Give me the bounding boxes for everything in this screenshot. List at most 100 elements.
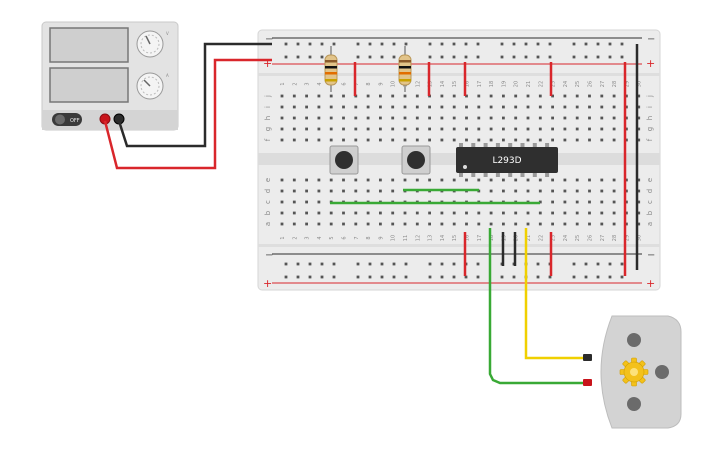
breadboard-hole[interactable] [440,105,444,109]
breadboard-hole[interactable] [305,116,308,120]
breadboard-hole[interactable] [403,105,407,109]
breadboard-hole[interactable] [575,105,579,109]
breadboard-hole[interactable] [428,178,431,182]
rail-hole[interactable] [584,42,588,46]
rail-hole[interactable] [440,42,444,46]
breadboard-hole[interactable] [612,127,616,131]
breadboard-hole[interactable] [575,138,579,142]
breadboard-hole[interactable] [612,211,616,215]
rail-hole[interactable] [536,262,540,266]
rail-hole[interactable] [320,55,324,59]
breadboard-hole[interactable] [625,200,628,204]
rail-hole[interactable] [368,42,372,46]
breadboard-hole[interactable] [305,189,308,193]
breadboard-hole[interactable] [588,178,591,182]
pushbutton-1[interactable] [329,145,359,175]
breadboard-hole[interactable] [625,222,628,226]
breadboard-hole[interactable] [575,94,579,98]
breadboard-hole[interactable] [637,127,641,131]
breadboard-hole[interactable] [379,222,382,226]
breadboard-hole[interactable] [317,138,321,142]
rail-hole[interactable] [548,55,552,59]
rail-hole[interactable] [584,55,588,59]
breadboard-hole[interactable] [329,178,333,182]
rail-hole[interactable] [512,55,516,59]
breadboard-hole[interactable] [489,105,493,109]
breadboard-hole[interactable] [612,222,616,226]
breadboard-hole[interactable] [292,94,296,98]
rail-hole[interactable] [404,42,408,46]
breadboard-hole[interactable] [317,127,321,131]
breadboard-hole[interactable] [575,211,579,215]
breadboard-hole[interactable] [280,138,284,142]
breadboard-hole[interactable] [317,189,321,193]
breadboard-hole[interactable] [563,138,567,142]
breadboard-hole[interactable] [551,116,554,120]
breadboard-hole[interactable] [489,178,493,182]
breadboard-hole[interactable] [440,127,444,131]
breadboard-hole[interactable] [637,178,641,182]
breadboard-hole[interactable] [625,127,628,131]
breadboard-hole[interactable] [625,138,628,142]
rail-hole[interactable] [596,262,600,266]
breadboard-hole[interactable] [305,200,308,204]
breadboard-hole[interactable] [329,94,333,98]
breadboard-hole[interactable] [415,178,419,182]
breadboard-hole[interactable] [563,116,567,120]
breadboard-hole[interactable] [354,127,358,131]
breadboard-hole[interactable] [588,94,591,98]
breadboard-hole[interactable] [563,127,567,131]
rail-hole[interactable] [284,55,288,59]
breadboard-hole[interactable] [588,222,591,226]
rail-hole[interactable] [572,55,576,59]
breadboard-hole[interactable] [292,105,296,109]
breadboard-hole[interactable] [403,178,407,182]
breadboard-hole[interactable] [292,200,296,204]
breadboard-hole[interactable] [588,116,591,120]
breadboard-hole[interactable] [600,200,604,204]
breadboard-hole[interactable] [600,138,604,142]
breadboard-hole[interactable] [551,138,554,142]
breadboard-hole[interactable] [440,94,444,98]
breadboard-hole[interactable] [575,127,579,131]
breadboard-hole[interactable] [403,116,407,120]
breadboard-hole[interactable] [489,189,493,193]
breadboard-hole[interactable] [280,222,284,226]
breadboard-hole[interactable] [354,105,358,109]
rail-hole[interactable] [596,55,600,59]
rail-hole[interactable] [404,262,408,266]
breadboard-hole[interactable] [514,178,518,182]
breadboard-hole[interactable] [637,105,641,109]
rail-hole[interactable] [356,275,360,279]
rail-hole[interactable] [284,42,288,46]
breadboard-hole[interactable] [538,211,542,215]
breadboard-hole[interactable] [502,189,505,193]
breadboard-hole[interactable] [477,211,481,215]
rail-hole[interactable] [356,55,360,59]
breadboard-hole[interactable] [551,105,554,109]
rail-hole[interactable] [452,55,456,59]
breadboard-hole[interactable] [452,138,456,142]
breadboard-hole[interactable] [415,222,419,226]
rail-hole[interactable] [572,275,576,279]
breadboard-hole[interactable] [342,116,345,120]
pushbutton-2[interactable] [401,145,431,175]
breadboard-hole[interactable] [342,189,345,193]
breadboard-hole[interactable] [575,222,579,226]
breadboard-hole[interactable] [637,222,641,226]
rail-hole[interactable] [296,42,300,46]
breadboard-hole[interactable] [452,222,456,226]
breadboard-hole[interactable] [502,211,505,215]
breadboard-hole[interactable] [415,138,419,142]
breadboard-hole[interactable] [588,138,591,142]
breadboard-hole[interactable] [612,200,616,204]
breadboard-hole[interactable] [366,222,370,226]
rail-hole[interactable] [452,262,456,266]
breadboard-hole[interactable] [428,222,431,226]
breadboard-hole[interactable] [440,116,444,120]
breadboard-hole[interactable] [502,178,505,182]
breadboard-hole[interactable] [625,105,628,109]
breadboard-hole[interactable] [354,189,358,193]
breadboard-hole[interactable] [403,127,407,131]
breadboard-hole[interactable] [637,200,641,204]
